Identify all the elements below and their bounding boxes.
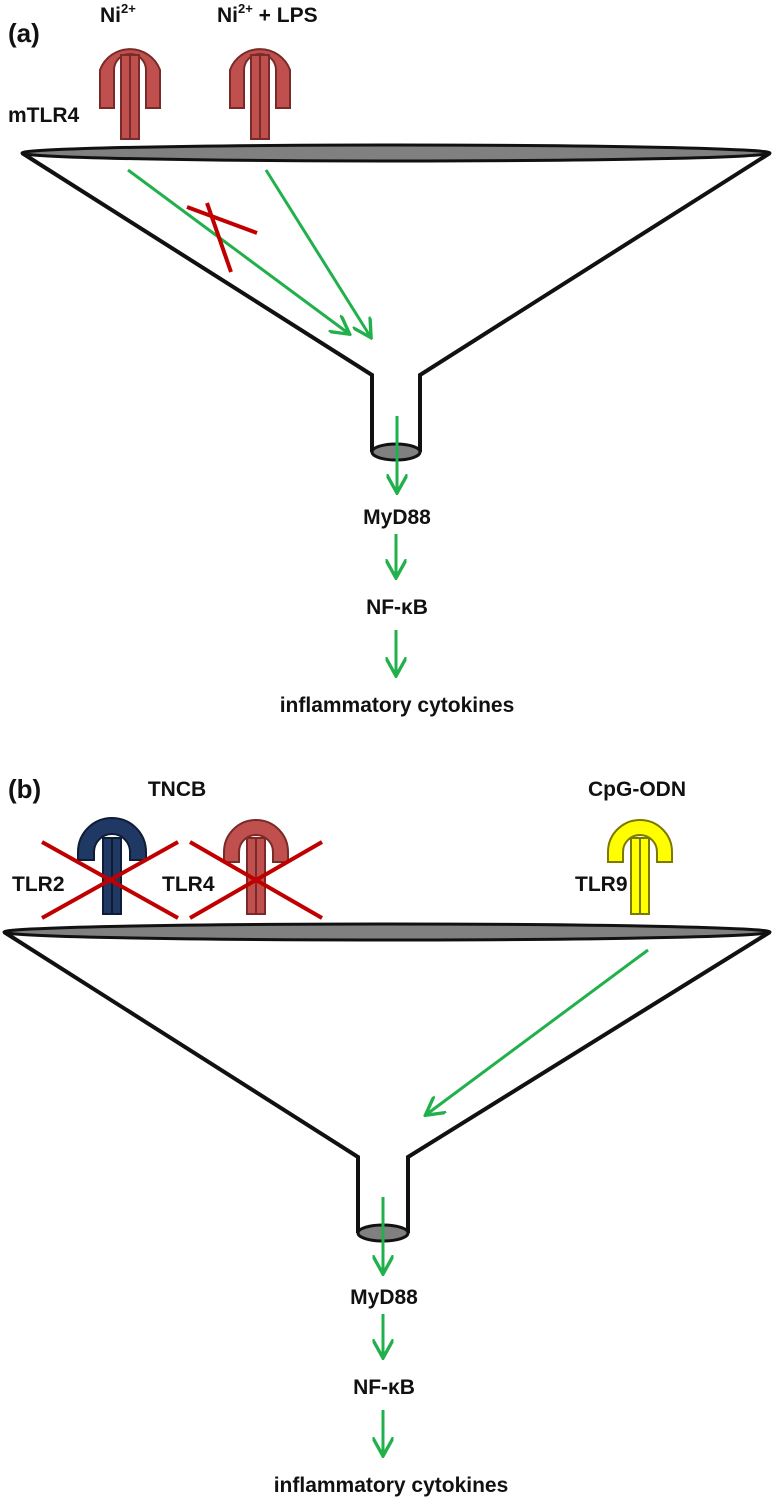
arrow-ni-signal [127,168,348,333]
nfkb-a: NF-κB [366,596,428,619]
mtlr4-receptor-2 [229,48,291,140]
myd88-b: MyD88 [350,1286,418,1309]
receptor-label-mtlr4: mTLR4 [8,104,79,127]
panel-a: (a) Ni2+ Ni2+ + LPS mTLR4 MyD88 [8,1,772,717]
ligand-ni-label: Ni2+ [100,1,136,27]
ligand-ni-lps-label: Ni2+ + LPS [217,1,318,27]
tlr2-receptor [77,817,147,915]
arrow-cpg-signal [427,948,649,1114]
panel-b: (b) TNCB CpG-ODN TLR2 TLR4 TLR9 [2,774,772,1497]
nfkb-b: NF-κB [353,1376,415,1399]
membrane-b [2,922,772,942]
funnel-b [2,930,772,1233]
membrane-a [20,143,772,163]
myd88-a: MyD88 [363,506,431,529]
panel-b-label: (b) [8,774,41,804]
arrow-ni-lps-signal [264,169,370,336]
block-cross-tlr2 [41,840,179,920]
receptor-label-tlr2: TLR2 [12,873,65,896]
tlr4-receptor [223,819,289,915]
cytokines-a: inflammatory cytokines [280,694,515,717]
block-cross-tlr4 [189,840,323,920]
ligand-cpg-odn-label: CpG-ODN [588,778,686,801]
panel-a-label: (a) [8,18,40,48]
mtlr4-receptor-1 [99,48,161,140]
block-cross-a [186,202,258,273]
receptor-label-tlr9: TLR9 [575,873,628,896]
cytokines-b: inflammatory cytokines [274,1474,509,1497]
ligand-tncb-label: TNCB [148,778,206,801]
receptor-label-tlr4: TLR4 [162,873,215,896]
funnel-a [20,151,772,452]
tlr9-receptor [607,819,673,915]
